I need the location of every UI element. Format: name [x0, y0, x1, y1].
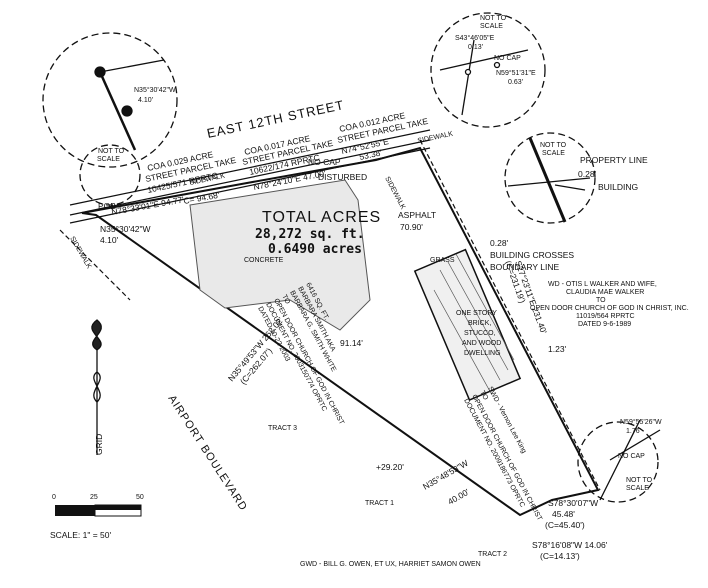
south-diag-distance: 40.00'	[446, 486, 471, 506]
concrete-area	[189, 179, 371, 331]
parcel-boundary	[81, 146, 600, 517]
dwelling-line-5: DWELLING	[464, 350, 501, 357]
inset-028: 0.28'	[578, 169, 597, 179]
nts-label-6: SCALE	[626, 485, 649, 492]
inset-distance-c: 1.76'	[626, 428, 641, 435]
inner-distance: 91.14'	[340, 338, 363, 348]
west-distance: 4.10'	[100, 235, 119, 245]
scale-label: SCALE: 1" = 50'	[50, 530, 111, 540]
scale-tick-0: 0	[52, 494, 56, 501]
no-cap-label: NO CAP	[308, 157, 341, 167]
building-label: BUILDING	[598, 182, 638, 192]
crosses-028: 0.28'	[490, 238, 509, 248]
boulevard-name: AIRPORT BOULEVARD	[165, 393, 249, 513]
nts-label-5: NOT TO	[626, 477, 653, 484]
south-chord-2: (C=14.13')	[540, 551, 580, 561]
asphalt-distance: 70.90'	[400, 222, 423, 232]
dwelling-line-1: ONE STORY	[456, 310, 497, 317]
crosses-label-1: BUILDING CROSSES	[490, 250, 574, 260]
scale-bar	[55, 504, 142, 517]
nts-label-8: SCALE	[97, 156, 120, 163]
asphalt-label: ASPHALT	[398, 210, 436, 220]
inset-no-cap: NO CAP	[494, 55, 521, 62]
pob-label: POB	[98, 201, 116, 211]
sidewalk-label-3: SIDEWALK	[417, 131, 454, 145]
property-line-label: PROPERTY LINE	[580, 155, 648, 165]
street-name: EAST 12TH STREET	[206, 97, 346, 141]
inset-distance-b: 0.63'	[508, 79, 523, 86]
dwelling-line-4: AND WOOD	[462, 340, 501, 347]
scale-tick-50: 50	[136, 494, 144, 501]
svg-text:DOCUMENT NO. 2009186773 OPRTC: DOCUMENT NO. 2009186773 OPRTC	[462, 398, 525, 509]
detail-inset-top-left	[42, 32, 178, 168]
south-distance-1: 45.48'	[552, 509, 575, 519]
north-bearing-1: N78°33'01"E 94.77'	[111, 194, 185, 217]
dwelling-line-2: BRICK,	[468, 320, 491, 327]
svg-text:WD - OTIS L WALKER AND WIFE,: WD - OTIS L WALKER AND WIFE,	[548, 281, 657, 288]
total-label: TOTAL ACRES	[262, 209, 381, 226]
inset-west-bearing: N35°30'42"W	[134, 86, 176, 94]
disturbed-label: DISTURBED	[318, 172, 367, 182]
scale-tick-25: 25	[90, 494, 98, 501]
south-bearing-2: S78°16'08"W 14.06'	[532, 540, 608, 550]
nts-label-2: SCALE	[480, 23, 503, 30]
detail-inset-bottom-right	[577, 419, 661, 503]
sidewalk-label-4: SIDEWALK	[68, 236, 92, 271]
inset-bearing-c: N59°55'26"W	[620, 418, 662, 426]
total-acres: 0.6490 acres	[268, 242, 362, 257]
sidewalk-label-1: SIDEWALK	[383, 176, 406, 211]
svg-text:TO: TO	[478, 390, 489, 402]
nts-label-4: SCALE	[542, 150, 565, 157]
svg-text:TO: TO	[280, 294, 291, 306]
detail-inset-right	[504, 132, 596, 224]
svg-text:CLAUDIA MAE WALKER: CLAUDIA MAE WALKER	[566, 289, 644, 296]
nts-label-1: NOT TO	[480, 15, 507, 22]
inset-bearing-b: N59°51'31"E	[496, 69, 536, 77]
crosses-label-2: BOUNDARY LINE	[490, 262, 559, 272]
dwelling	[413, 248, 522, 401]
nts-label-3: NOT TO	[540, 142, 567, 149]
bottom-deed: GWD - BILL G. OWEN, ET UX, HARRIET SAMON…	[300, 561, 481, 568]
grid-label: GRID	[94, 434, 104, 455]
svg-text:11019/564 RPRTC: 11019/564 RPRTC	[576, 313, 635, 320]
north-arrow	[91, 319, 102, 455]
tract-1-label: TRACT 1	[365, 500, 394, 507]
svg-text:TO: TO	[596, 297, 606, 304]
inset-distance-a: 0.13'	[468, 44, 483, 51]
inset-west-distance: 4.10'	[138, 97, 153, 104]
grass-label: GRASS	[430, 257, 455, 264]
north-distance-3: 53.38'	[358, 147, 383, 162]
detail-inset-top-right	[430, 12, 546, 128]
inset-no-cap-2: NO CAP	[618, 453, 645, 460]
total-sqft: 28,272 sq. ft.	[255, 227, 365, 242]
concrete-label: CONCRETE	[244, 257, 284, 264]
south-chord-1: (C=45.40')	[545, 520, 585, 530]
tract-3-label: TRACT 3	[268, 425, 297, 432]
dist-2920: +29.20'	[376, 462, 404, 472]
tract-2-label: TRACT 2	[478, 551, 507, 558]
inset-bearing-a: S43°46'05"E	[455, 34, 495, 42]
svg-text:OPEN DOOR CHURCH OF GOD IN CHR: OPEN DOOR CHURCH OF GOD IN CHRIST, INC.	[530, 305, 689, 312]
south-bearing-1: S78°30'07"W	[548, 498, 598, 508]
svg-text:DATED 9-6-1989: DATED 9-6-1989	[578, 321, 631, 328]
west-bearing: N35°30'42"W	[100, 224, 151, 234]
detail-inset-left	[79, 144, 141, 206]
nts-label-7: NOT TO	[98, 148, 125, 155]
dim-123: 1.23'	[548, 344, 567, 354]
dwelling-line-3: STUCCO,	[464, 330, 496, 337]
walker-deed: WD - OTIS L WALKER AND WIFE, CLAUDIA MAE…	[530, 281, 689, 328]
